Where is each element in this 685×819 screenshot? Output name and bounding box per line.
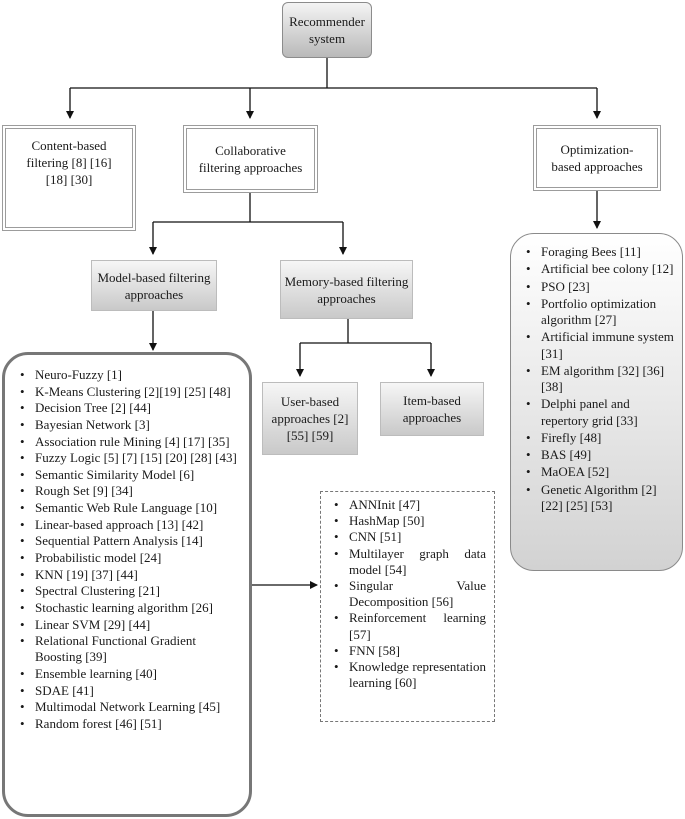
list-item: Sequential Pattern Analysis [14] (20, 533, 243, 549)
root-label-line2: system (308, 31, 346, 46)
content-based-node: Content-based filtering [8] [16] [18] [3… (2, 125, 136, 231)
deep-methods-panel: ANNInit [47]HashMap [50]CNN [51]Multilay… (320, 491, 495, 722)
list-item: CNN [51] (334, 529, 486, 545)
content-based-label: Content-based filtering [8] [16] [18] [3… (26, 138, 112, 187)
list-item: Ensemble learning [40] (20, 666, 243, 682)
list-item: SDAE [41] (20, 683, 243, 699)
memory-based-node: Memory-based filtering approaches (280, 260, 413, 319)
user-based-label: User-based approaches [2] [55] [59] (271, 394, 349, 443)
list-item: Portfolio optimization algorithm [27] (526, 296, 674, 328)
list-item: Semantic Web Rule Language [10] (20, 500, 243, 516)
list-item: Knowledge representation learning [60] (334, 659, 486, 691)
list-item: Random forest [46] [51] (20, 716, 243, 732)
root-label-line1: Recommender (289, 14, 365, 29)
list-item: Singular Value Decomposition [56] (334, 578, 486, 610)
model-based-node: Model-based filtering approaches (91, 260, 217, 311)
optimization-label: Optimization-based approaches (551, 142, 643, 174)
list-item: Multimodal Network Learning [45] (20, 699, 243, 715)
model-based-label: Model-based filtering approaches (97, 269, 211, 302)
list-item: Genetic Algorithm [2] [22] [25] [53] (526, 482, 674, 514)
collaborative-label: Collaborative filtering approaches (198, 143, 303, 175)
list-item: Stochastic learning algorithm [26] (20, 600, 243, 616)
list-item: Linear-based approach [13] [42] (20, 517, 243, 533)
list-item: HashMap [50] (334, 513, 486, 529)
list-item: Firefly [48] (526, 430, 674, 446)
collaborative-node: Collaborative filtering approaches (183, 125, 318, 193)
list-item: Artificial bee colony [12] (526, 261, 674, 277)
list-item: Bayesian Network [3] (20, 417, 243, 433)
recommender-system-node: Recommender system (282, 2, 372, 58)
list-item: Fuzzy Logic [5] [7] [15] [20] [28] [43] (20, 450, 243, 466)
list-item: Artificial immune system [31] (526, 329, 674, 361)
list-item: Multilayer graph data model [54] (334, 546, 486, 578)
optimization-methods-panel: Foraging Bees [11]Artificial bee colony … (510, 233, 683, 571)
model-methods-panel: Neuro-Fuzzy [1]K-Means Clustering [2][19… (2, 352, 252, 817)
item-based-node: Item-based approaches (380, 382, 484, 436)
list-item: Semantic Similarity Model [6] (20, 467, 243, 483)
list-item: Reinforcement learning [57] (334, 610, 486, 642)
list-item: Association rule Mining [4] [17] [35] (20, 434, 243, 450)
deep-methods-list: ANNInit [47]HashMap [50]CNN [51]Multilay… (327, 497, 486, 691)
optimization-node: Optimization-based approaches (533, 125, 661, 191)
list-item: BAS [49] (526, 447, 674, 463)
list-item: Decision Tree [2] [44] (20, 400, 243, 416)
list-item: EM algorithm [32] [36] [38] (526, 363, 674, 395)
list-item: Neuro-Fuzzy [1] (20, 367, 243, 383)
user-based-node: User-based approaches [2] [55] [59] (262, 382, 358, 455)
item-based-label: Item-based approaches (402, 393, 462, 425)
list-item: Relational Functional Gradient Boosting … (20, 633, 243, 665)
list-item: PSO [23] (526, 279, 674, 295)
list-item: Delphi panel and repertory grid [33] (526, 396, 674, 428)
list-item: MaOEA [52] (526, 464, 674, 480)
optimization-methods-list: Foraging Bees [11]Artificial bee colony … (519, 244, 674, 514)
list-item: KNN [19] [37] [44] (20, 567, 243, 583)
list-item: Probabilistic model [24] (20, 550, 243, 566)
model-methods-list: Neuro-Fuzzy [1]K-Means Clustering [2][19… (13, 367, 243, 732)
list-item: Foraging Bees [11] (526, 244, 674, 260)
list-item: K-Means Clustering [2][19] [25] [48] (20, 384, 243, 400)
list-item: Spectral Clustering [21] (20, 583, 243, 599)
memory-based-label: Memory-based filtering approaches (284, 273, 409, 306)
list-item: ANNInit [47] (334, 497, 486, 513)
list-item: Linear SVM [29] [44] (20, 617, 243, 633)
list-item: FNN [58] (334, 643, 486, 659)
list-item: Rough Set [9] [34] (20, 483, 243, 499)
